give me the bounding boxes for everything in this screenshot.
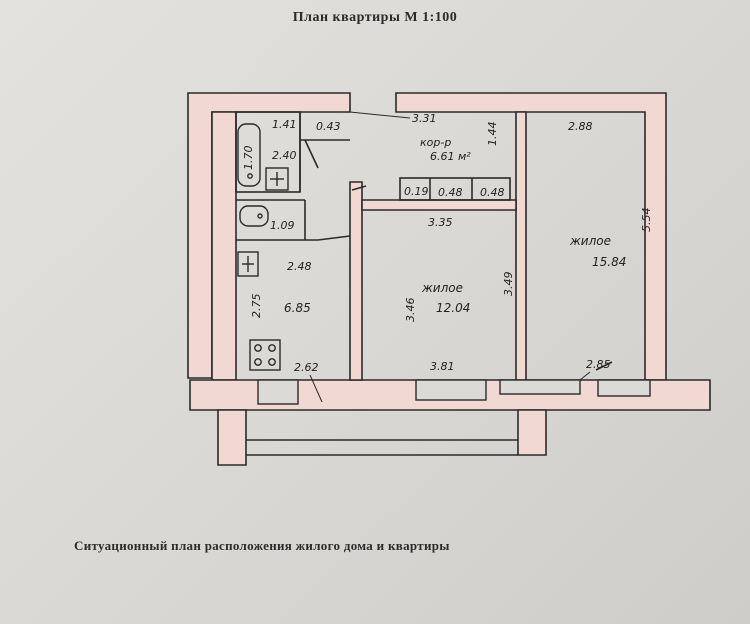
wall-stair-right — [517, 409, 547, 456]
washbasin-icon — [265, 167, 289, 191]
toilet-icon — [239, 205, 269, 227]
bath-closet-label: 0.43 — [316, 120, 341, 133]
room-mid-bottom-label: 3.81 — [430, 360, 455, 373]
wall-kitchen-room — [349, 181, 363, 381]
closet-a-label: 0.19 — [404, 185, 429, 198]
room-mid-right-label: 3.49 — [502, 272, 515, 297]
kitchen-side-label: 2.75 — [250, 294, 263, 319]
corridor-area-label: 6.61 м² — [430, 150, 471, 163]
situation-caption: Ситуационный план расположения жилого до… — [74, 538, 450, 553]
partitions — [235, 111, 613, 371]
windows — [257, 379, 651, 405]
kitchen-area-label: 6.85 — [284, 301, 311, 315]
closet-b-label: 0.48 — [438, 186, 463, 199]
bath-bottom-label: 2.40 — [272, 149, 297, 162]
room-mid-name: жилое — [421, 281, 463, 295]
window-kitchen — [257, 379, 299, 405]
dimension-labels: 1.41 0.43 1.70 2.40 1.09 2.48 2.75 6.85 … — [242, 112, 653, 374]
window-room-large — [597, 379, 651, 397]
balcony-door — [499, 379, 581, 395]
bath-length-label: 1.70 — [242, 146, 255, 171]
stair-lines — [246, 439, 518, 456]
wall-left — [211, 111, 237, 381]
kitchen-bottom-label: 2.62 — [294, 361, 319, 374]
wall-closets — [361, 199, 517, 211]
corridor-label: кор-р — [420, 136, 451, 149]
window-room-mid — [415, 379, 487, 401]
wall-stair-left — [217, 409, 247, 466]
kitchen-sink-icon — [237, 251, 259, 277]
room-large-area: 15.84 — [592, 255, 626, 269]
kitchen-top-label: 2.48 — [287, 260, 312, 273]
closet-c-label: 0.48 — [480, 186, 505, 199]
toilet-size-label: 1.09 — [270, 219, 295, 232]
stove-icon — [249, 339, 281, 371]
room-mid-left-label: 3.46 — [404, 298, 417, 323]
plan-title: План квартиры М 1:100 — [292, 10, 458, 25]
room-mid-top-label: 3.35 — [428, 216, 453, 229]
room-large-length-label: 5.54 — [640, 208, 653, 233]
bath-width-label: 1.41 — [272, 118, 297, 131]
room-large-bottom-label: 2.85 — [586, 358, 611, 371]
corridor-side-label: 1.44 — [486, 122, 499, 147]
room-large-name: жилое — [569, 234, 611, 248]
bathtub-icon — [237, 123, 261, 187]
room-mid-area: 12.04 — [436, 301, 470, 315]
wall-room-room — [515, 111, 527, 381]
leader-lines — [309, 111, 591, 403]
room-large-width-label: 2.88 — [568, 120, 593, 133]
corridor-top-label: 3.31 — [412, 112, 437, 125]
